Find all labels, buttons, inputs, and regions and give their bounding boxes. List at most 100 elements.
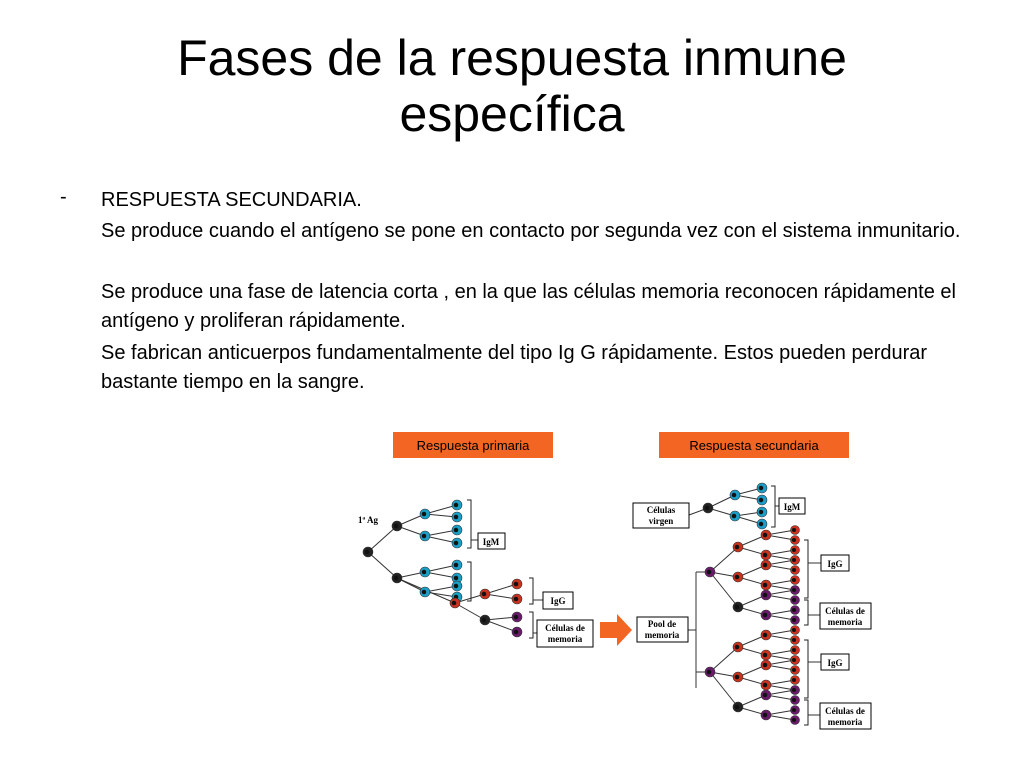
slide-title: Fases de la respuesta inmune específica — [0, 30, 1024, 142]
cell-nucleus-icon — [734, 604, 740, 610]
secondary-memory-b-label-box — [819, 702, 872, 730]
group-bracket — [467, 561, 472, 602]
branch-line — [424, 504, 458, 515]
cell-nucleus-icon — [453, 502, 459, 508]
secondary-igg-b-label: IgG — [827, 658, 842, 668]
group-bracket — [804, 539, 809, 599]
cell-nucleus-icon — [762, 662, 768, 668]
branch-line — [367, 525, 398, 553]
cell-nucleus-icon — [762, 692, 768, 698]
cell-nucleus-icon — [393, 523, 399, 529]
group-bracket — [804, 599, 809, 626]
cell-nucleus-icon — [734, 544, 740, 550]
cell-nucleus-icon — [453, 527, 459, 533]
secondary-igg-a-label: IgG — [827, 559, 842, 569]
secondary-igg-a-label-box — [820, 554, 850, 572]
cell-nucleus-icon — [513, 614, 519, 620]
cell-nucleus-icon — [734, 704, 740, 710]
group-bracket — [804, 639, 809, 699]
branch-line — [424, 564, 458, 573]
cell-nucleus-icon — [762, 592, 768, 598]
branch-line — [484, 619, 518, 633]
cell-nucleus-icon — [791, 547, 797, 553]
cell-nucleus-icon — [453, 540, 459, 546]
memory-pool-label-1: Pool de — [648, 619, 676, 629]
cell-nucleus-icon — [453, 575, 459, 581]
branch-line — [484, 583, 518, 595]
branch-line — [484, 616, 518, 621]
group-bracket — [529, 611, 534, 639]
cell-nucleus-icon — [734, 644, 740, 650]
branch-line — [367, 551, 398, 579]
cell-nucleus-icon — [791, 537, 797, 543]
cell-nucleus-icon — [762, 532, 768, 538]
cell-nucleus-icon — [758, 521, 764, 527]
cell-nucleus-icon — [513, 596, 519, 602]
branch-line — [424, 513, 458, 518]
memory-pool-label-2: memoria — [645, 630, 680, 640]
secondary-header: Respuesta secundaria — [689, 438, 819, 453]
igg-label-box — [542, 591, 574, 610]
paragraph-3: Se fabrican anticuerpos fundamentalmente… — [101, 342, 928, 393]
section-heading: RESPUESTA SECUNDARIA. — [101, 189, 362, 211]
cell-nucleus-icon — [762, 612, 768, 618]
cell-nucleus-icon — [758, 497, 764, 503]
cell-nucleus-icon — [791, 717, 797, 723]
group-bracket — [467, 499, 472, 549]
branch-line — [709, 546, 739, 573]
cell-nucleus-icon — [453, 514, 459, 520]
cell-nucleus-icon — [791, 557, 797, 563]
cell-nucleus-icon — [421, 569, 427, 575]
cell-nucleus-icon — [791, 677, 797, 683]
secondary-memory-b-label-2: memoria — [828, 717, 863, 727]
primary-header: Respuesta primaria — [417, 438, 530, 453]
cell-nucleus-icon — [421, 533, 427, 539]
cell-nucleus-icon — [791, 707, 797, 713]
branch-line — [709, 671, 739, 708]
cell-nucleus-icon — [791, 687, 797, 693]
cell-nucleus-icon — [453, 562, 459, 568]
cell-nucleus-icon — [731, 492, 737, 498]
cell-nucleus-icon — [791, 567, 797, 573]
branch-line — [709, 646, 739, 673]
secondary-memory-a-label-2: memoria — [828, 617, 863, 627]
cell-nucleus-icon — [762, 552, 768, 558]
cell-nucleus-icon — [791, 657, 797, 663]
naive-cells-label-1: Células — [647, 505, 676, 515]
cell-nucleus-icon — [704, 505, 710, 511]
cell-nucleus-icon — [791, 617, 797, 623]
cell-nucleus-icon — [791, 607, 797, 613]
cell-nucleus-icon — [453, 583, 459, 589]
cell-nucleus-icon — [421, 589, 427, 595]
cell-nucleus-icon — [762, 682, 768, 688]
cell-nucleus-icon — [762, 582, 768, 588]
memory-cells-label-1: Células de — [545, 623, 585, 633]
cell-nucleus-icon — [481, 617, 487, 623]
title-line-2: específica — [399, 86, 625, 142]
secondary-igg-b-label-box — [820, 653, 850, 671]
branch-line — [424, 571, 458, 579]
igg-label: IgG — [550, 596, 565, 606]
memory-cells-label-box — [536, 619, 594, 648]
cell-nucleus-icon — [791, 597, 797, 603]
cell-nucleus-icon — [421, 511, 427, 517]
cell-nucleus-icon — [734, 574, 740, 580]
title-line-1: Fases de la respuesta inmune — [177, 30, 847, 86]
cell-nucleus-icon — [762, 652, 768, 658]
group-bracket — [804, 699, 809, 726]
branch-line — [709, 571, 739, 608]
primary-header-box — [393, 432, 553, 458]
naive-cells-label-2: virgen — [649, 516, 674, 526]
cell-nucleus-icon — [451, 600, 457, 606]
cell-nucleus-icon — [364, 549, 370, 555]
antigen-label: 1ª Ag — [358, 515, 378, 525]
bullet-marker: - — [60, 186, 67, 208]
cell-nucleus-icon — [791, 667, 797, 673]
memory-cells-label-2: memoria — [548, 634, 583, 644]
cell-nucleus-icon — [791, 627, 797, 633]
cell-nucleus-icon — [762, 562, 768, 568]
secondary-memory-a-label-box — [819, 602, 872, 630]
branch-line — [424, 529, 458, 537]
secondary-igm-label-box — [778, 497, 806, 515]
cell-nucleus-icon — [791, 637, 797, 643]
